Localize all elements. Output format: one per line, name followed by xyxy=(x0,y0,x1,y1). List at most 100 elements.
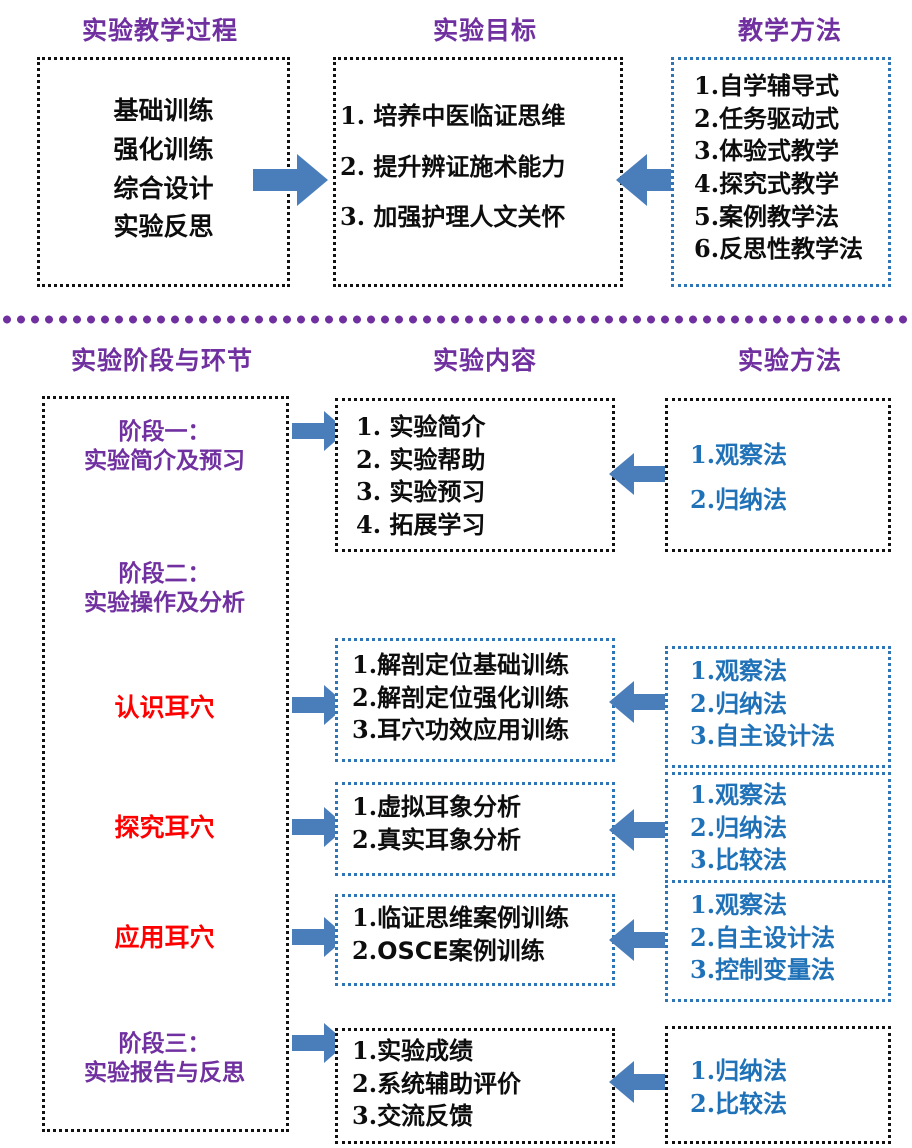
content-item-label: 解剖定位基础训练 xyxy=(377,651,570,679)
method-item-number: 3. xyxy=(690,721,716,751)
stage-line-1: 阶段三： xyxy=(118,1031,211,1057)
method-item: 1.观察法 xyxy=(690,889,884,922)
teaching-method-label: 案例教学法 xyxy=(719,202,840,231)
method-item-number: 1. xyxy=(690,440,716,469)
stage-line-1: 应用耳穴 xyxy=(114,923,215,952)
stage-line-2: 实验简介及预习 xyxy=(84,448,245,475)
teaching-method-label: 任务驱动式 xyxy=(719,104,840,133)
top-column-title-method: 教学方法 xyxy=(737,16,842,45)
process-item: 综合设计 xyxy=(113,173,214,203)
method-item-number: 1. xyxy=(690,890,716,919)
teaching-method-label: 自学辅导式 xyxy=(719,72,840,100)
content-item-label: 系统辅助评价 xyxy=(377,1069,522,1098)
method-item-number: 3. xyxy=(690,955,716,985)
method-item: 1.观察法 xyxy=(690,779,884,812)
method-item: 2.归纳法 xyxy=(690,812,884,845)
content-box-row-5: 1.实验成绩 2.系统辅助评价 3.交流反馈 xyxy=(335,1028,615,1144)
method-item-label: 自主设计法 xyxy=(715,722,836,751)
top-column-title-process: 实验教学过程 xyxy=(81,16,238,45)
content-box-row-3: 1.虚拟耳象分析 2.真实耳象分析 xyxy=(335,782,615,876)
content-item-label: 真实耳象分析 xyxy=(377,825,522,854)
experiment-goal-box: 1. 培养中医临证思维 2. 提升辨证施术能力 3. 加强护理人文关怀 xyxy=(333,57,623,287)
teaching-method-number: 6. xyxy=(694,234,720,264)
content-item-number: 3. xyxy=(352,1101,378,1131)
bottom-column-title-content: 实验内容 xyxy=(432,346,537,375)
method-item-number: 2. xyxy=(690,1088,716,1118)
method-item: 2.自主设计法 xyxy=(690,922,884,955)
content-item-label: 临证思维案例训练 xyxy=(377,904,570,932)
method-item-label: 归纳法 xyxy=(715,1057,788,1085)
arrow-stage2b-to-content-icon xyxy=(292,806,348,848)
stage-line-1: 阶段二： xyxy=(118,561,211,587)
content-item-number: 3. xyxy=(356,477,382,507)
method-item: 3.自主设计法 xyxy=(690,720,884,753)
goal-item-number: 1. xyxy=(340,101,366,130)
arrow-stage1-to-content-icon xyxy=(292,410,348,452)
content-item: 2.解剖定位强化训练 xyxy=(352,682,608,715)
content-item-number: 2. xyxy=(352,935,378,965)
method-item: 2.归纳法 xyxy=(690,688,884,721)
method-box-row-2: 1.观察法 2.归纳法 3.自主设计法 xyxy=(665,646,891,768)
goal-item: 1. 培养中医临证思维 xyxy=(340,100,616,133)
content-item: 2. 实验帮助 xyxy=(356,444,608,477)
content-item-label: 交流反馈 xyxy=(377,1102,474,1131)
content-box-row-2: 1.解剖定位基础训练 2.解剖定位强化训练 3.耳穴功效应用训练 xyxy=(335,638,615,762)
method-item: 1.归纳法 xyxy=(690,1055,884,1088)
content-item-number: 1. xyxy=(352,792,378,821)
content-item-number: 1. xyxy=(352,1036,378,1065)
stage-label-explore-auricular-point: 探究耳穴 xyxy=(42,812,287,844)
method-item-number: 2. xyxy=(690,688,716,718)
teaching-method-number: 2. xyxy=(694,103,720,133)
stage-column-box xyxy=(42,396,289,1132)
method-item: 3.比较法 xyxy=(690,844,884,877)
method-box-row-5: 1.归纳法 2.比较法 xyxy=(665,1026,891,1144)
goal-item-label: 培养中医临证思维 xyxy=(373,102,566,130)
content-item: 3.交流反馈 xyxy=(352,1100,608,1133)
content-item: 4. 拓展学习 xyxy=(356,509,608,542)
goal-item-label: 加强护理人文关怀 xyxy=(373,203,566,232)
method-item-label: 归纳法 xyxy=(715,485,788,514)
content-item-label: 实验简介 xyxy=(389,413,486,441)
teaching-method-item: 3.体验式教学 xyxy=(694,135,884,168)
content-item-number: 2. xyxy=(352,682,378,712)
method-item-label: 归纳法 xyxy=(715,813,788,842)
content-item-number: 2. xyxy=(352,824,378,854)
method-item-number: 2. xyxy=(690,484,716,514)
method-item: 1.观察法 xyxy=(690,655,884,688)
bottom-column-title-stage: 实验阶段与环节 xyxy=(70,346,253,375)
arrow-stage2c-to-content-icon xyxy=(292,916,348,958)
arrow-method-to-content-row-5-icon xyxy=(608,1060,670,1104)
goal-item-label: 提升辨证施术能力 xyxy=(373,152,566,181)
content-item-label: 实验预习 xyxy=(389,478,486,507)
content-item-number: 1. xyxy=(356,412,382,441)
content-item: 1.虚拟耳象分析 xyxy=(352,791,608,824)
content-item: 3. 实验预习 xyxy=(356,476,608,509)
content-box-row-1: 1. 实验简介 2. 实验帮助 3. 实验预习 4. 拓展学习 xyxy=(335,398,615,552)
content-item: 2.真实耳象分析 xyxy=(352,824,608,857)
content-item-number: 2. xyxy=(356,444,382,474)
stage-label-apply-auricular-point: 应用耳穴 xyxy=(42,922,287,954)
content-item-label: 虚拟耳象分析 xyxy=(377,793,522,821)
teaching-method-item: 1.自学辅导式 xyxy=(694,70,884,103)
goal-item-number: 3. xyxy=(340,202,366,232)
content-item-number: 2. xyxy=(352,1068,378,1098)
method-item-label: 观察法 xyxy=(715,781,788,809)
content-item: 1.解剖定位基础训练 xyxy=(352,649,608,682)
method-item-number: 3. xyxy=(690,845,716,875)
bottom-column-title-method: 实验方法 xyxy=(737,346,842,375)
teaching-method-number: 3. xyxy=(694,136,720,166)
teaching-method-item: 4.探究式教学 xyxy=(694,168,884,201)
arrow-method-to-content-row-4-icon xyxy=(608,918,670,962)
arrow-method-to-content-row-3-icon xyxy=(608,808,670,852)
content-item-number: 1. xyxy=(352,650,378,679)
method-item-number: 1. xyxy=(690,780,716,809)
content-item: 1.实验成绩 xyxy=(352,1035,608,1068)
arrow-stage2a-to-content-icon xyxy=(292,684,348,726)
method-item: 2.归纳法 xyxy=(690,484,884,517)
method-item-label: 观察法 xyxy=(715,891,788,919)
content-item-number: 3. xyxy=(352,715,378,745)
content-item-label: 耳穴功效应用训练 xyxy=(377,716,570,745)
method-item-label: 归纳法 xyxy=(715,689,788,718)
stage-label-recognize-auricular-point: 认识耳穴 xyxy=(42,692,287,724)
